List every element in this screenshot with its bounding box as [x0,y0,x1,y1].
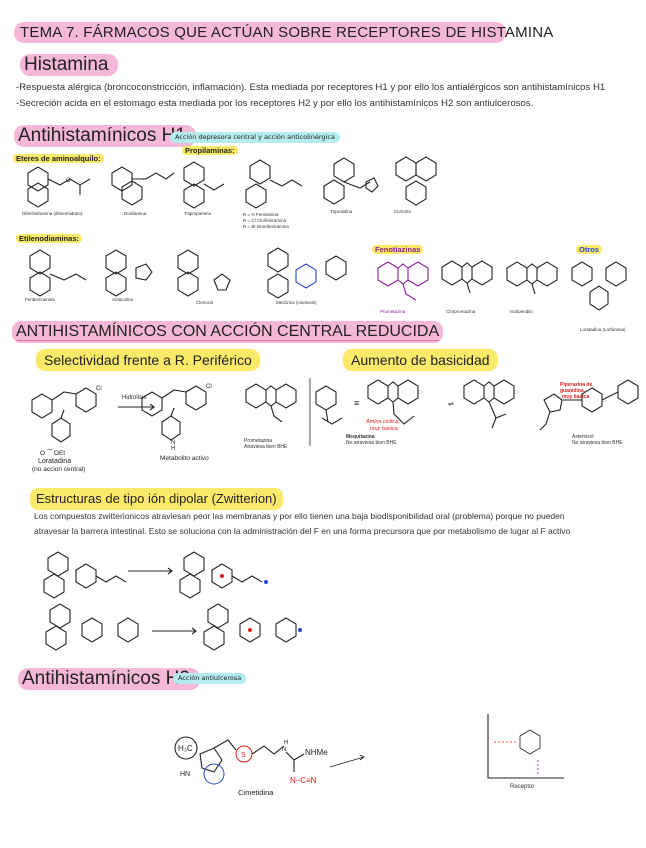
svg-text:S: S [241,752,246,759]
arrow-equilibrium: ⇌ [448,401,454,408]
graph-receptor [487,714,564,779]
cl-label-2: Cl [206,384,212,390]
name-doxilamina: Doxilamina [124,211,147,216]
svg-text:O: O [66,178,71,184]
label-receptor: Receptor [510,784,535,790]
equiv-sign: ≡ [354,398,360,408]
page-title: TEMA 7. FÁRMACOS QUE ACTÚAN SOBRE RECEPT… [14,22,553,43]
group-eteres: Eteres de aminoalquilo: [13,154,104,163]
arrow-hidrolisis [118,403,155,411]
name-triprolidina: Triprolidina [330,209,353,214]
structure-mequitazina-3d [463,379,515,429]
histamina-heading: Histamina [20,54,119,76]
label-cn: N–C≡N [290,776,317,785]
structure-prometazina-central [245,383,297,423]
structure-doxilamina [111,166,175,206]
name-clorpromazina: Clorpromazina [446,309,476,314]
h1-heading: Antihistamínicos H1 [14,125,196,147]
structure-prometazina [377,261,429,301]
arrow-zwitter-1 [128,567,173,575]
selectividad-heading: Selectividad frente a R. Periférico [36,349,260,371]
name-antazolina: Antazolina [112,297,134,302]
name-meclizina: Meclizina (cinetosis) [276,300,317,305]
label-astemizol: Astemizol [572,434,594,440]
group-propilaminas: Propilaminas: [182,146,238,155]
structure-isotipendilo [506,261,558,295]
label-piperazina-3: muy basica [562,394,590,400]
structure-mequitazina-box [309,378,343,446]
structure-loratadina-central [31,387,97,443]
label-prometazina-sub: Atraviesa bien BHE [244,444,288,450]
name-isotipendilo: Isotipendilo [510,309,533,314]
name-prometazina: Prometazina [380,309,406,314]
arrow-cimetidina [329,754,365,768]
label-mequitazina: Mequitazina [346,434,375,440]
label-piperazina-1: Piperazina de [560,382,593,388]
zwitter-heading: Estructuras de tipo ión dipolar (Zwitter… [30,488,283,510]
histamina-line-2: -Secreción acida en el estomago esta med… [16,98,534,109]
label-cimetidina: Cimetidina [238,788,274,797]
structure-zwitter-2 [179,551,268,599]
structure-feniramina [245,159,303,209]
h2-tag: Acción antiulcerosa [173,673,247,684]
label-astemizol-sub: No atraviesa bien BHE [572,440,623,446]
name-tolpropamina: Tolpropamina [184,211,212,216]
structure-clemizol [177,249,231,297]
svg-text:H: H [284,740,288,746]
h1-tag: Acción depresora central y acción antico… [170,132,340,143]
structure-clorpromazina [441,260,493,294]
arrow-zwitter-2 [152,627,197,635]
name-feniramina-2: R = Cl Clorfeniramina [243,218,287,223]
zwitter-line-2: atravesar la barrera intestinal. Esto se… [34,526,571,536]
svg-text:HN: HN [180,771,190,778]
group-etilenodiaminas: Etilenodiaminas: [16,234,83,243]
structure-tolpropamina [183,161,225,209]
name-loratadina-otros: Loratadina (Lorfumina) [580,327,626,332]
name-difenhidramina: Difenhidramina (dimenhidrato) [22,211,83,216]
structure-ciclicina [395,156,437,206]
label-metabolito: Metabolito activo [160,455,209,462]
central-heading-text: ANTIHISTAMÍNICOS CON ACCIÓN CENTRAL REDU… [16,323,440,341]
group-fenotiazinas: Fenotiazinas [372,245,424,254]
structure-metabolito [141,385,207,441]
structure-difenhidramina: O [27,166,91,208]
zwitter-line-1: Los compuestos zwitterionicos atraviesan… [34,511,565,521]
structure-loratadina-otros [571,261,627,311]
label-loratadina: Loratadina [38,458,72,465]
label-oet: O ⁀ OEt [40,450,66,457]
label-hidrolisis: Hidrolisis [122,395,147,401]
central-heading: ANTIHISTAMÍNICOS CON ACCIÓN CENTRAL REDU… [12,321,444,343]
label-muy-basica: muy basica [370,426,398,432]
structure-triprolidina [323,157,379,205]
name-feniramina-1: R = H Feniramina [243,212,279,217]
label-prometazina-central: Prometazina [244,438,273,444]
structure-cimetidina: H₃C S HN H N [174,736,305,785]
name-feniramina-3: R = Br Bromfeniramina [243,224,289,229]
svg-text:N: N [282,747,286,753]
name-ciclicina: Ciclicina [394,209,411,214]
structure-zwitter-4 [203,603,302,651]
label-mequitazina-sub: No atraviesa bien BHE [346,440,397,446]
name-fenbenzamina: Fenbenzamina [25,297,55,302]
name-clemizol: Clemizol [196,300,214,305]
label-amina-ciclica: Amina ciclica, [366,419,400,425]
basicidad-heading: Aumento de basicidad [343,349,498,371]
structure-fenbenzamina [29,249,87,297]
svg-text:H₃C: H₃C [178,744,193,753]
structure-zwitter-1 [43,551,127,599]
group-otros: Otros [576,245,603,254]
structure-mequitazina [367,379,419,425]
label-nhme: NHMe [305,748,328,757]
structure-zwitter-3 [45,603,139,651]
structure-astemizol [539,379,639,431]
structure-antazolina [105,249,153,297]
histamina-line-1: -Respuesta alérgica (broncoconstricción,… [16,82,606,93]
h2-heading: Antihistamínicos H2 [18,668,200,690]
cl-label-1: Cl [96,386,102,392]
label-piperazina-2: guanidina, [560,388,585,394]
label-loratadina-sub: (no accion central) [32,466,86,473]
structure-meclizina [267,247,347,299]
